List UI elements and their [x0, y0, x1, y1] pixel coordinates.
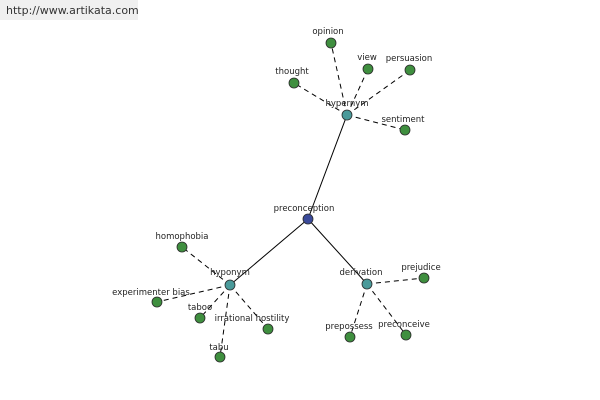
node-taboo[interactable]: [194, 312, 206, 324]
label-thought: thought: [275, 67, 309, 77]
label-sentiment: sentiment: [382, 115, 426, 125]
label-homophobia: homophobia: [155, 232, 208, 242]
edge-hyponym-tabu: [219, 284, 231, 358]
node-sentiment[interactable]: [399, 124, 411, 136]
edges: [156, 42, 425, 358]
node-hyponym[interactable]: [224, 279, 236, 291]
label-prepossess: prepossess: [325, 322, 373, 332]
node-prepossess[interactable]: [344, 331, 356, 343]
edge-hyponym-experimenter-bias: [156, 284, 231, 303]
url-bar[interactable]: http://www.artikata.com: [0, 0, 139, 20]
edge-root-derivation: [307, 218, 368, 285]
edge-hypernym-persuasion: [346, 69, 411, 116]
label-taboo: taboo: [188, 303, 212, 313]
edge-root-hyponym: [229, 218, 309, 286]
edge-derivation-prejudice: [366, 277, 425, 285]
label-hyponym: hyponym: [210, 268, 250, 278]
edge-derivation-prepossess: [349, 283, 368, 338]
labels: preconception hypernym hyponym derivatio…: [112, 27, 441, 353]
node-irrational-hostility[interactable]: [262, 323, 274, 335]
label-opinion: opinion: [312, 27, 343, 37]
label-irrational-hostility: irrational hostility: [215, 314, 290, 324]
node-opinion[interactable]: [325, 37, 337, 49]
edge-hypernym-opinion: [330, 42, 348, 116]
edge-root-hypernym: [307, 114, 348, 220]
url-text: http://www.artikata.com: [6, 4, 139, 17]
edge-hypernym-sentiment: [346, 114, 406, 131]
edge-hyponym-irrational-hostility: [229, 284, 269, 330]
edge-hyponym-homophobia: [181, 246, 231, 286]
node-preconceive[interactable]: [400, 329, 412, 341]
node-tabu[interactable]: [214, 351, 226, 363]
label-view: view: [357, 53, 377, 63]
edge-hypernym-thought: [293, 82, 348, 116]
node-thought[interactable]: [288, 77, 300, 89]
edge-hyponym-taboo: [199, 284, 231, 319]
node-homophobia[interactable]: [176, 241, 188, 253]
node-prejudice[interactable]: [418, 272, 430, 284]
label-tabu: tabu: [209, 343, 228, 353]
node-derivation[interactable]: [361, 278, 373, 290]
nodes: [151, 37, 430, 363]
edge-derivation-preconceive: [366, 283, 407, 336]
node-persuasion[interactable]: [404, 64, 416, 76]
label-preconceive: preconceive: [378, 320, 430, 330]
node-experimenter-bias[interactable]: [151, 296, 163, 308]
node-view[interactable]: [362, 63, 374, 75]
label-prejudice: prejudice: [401, 263, 440, 273]
label-experimenter-bias: experimenter bias: [112, 288, 190, 298]
node-hypernym[interactable]: [341, 109, 353, 121]
label-persuasion: persuasion: [386, 54, 433, 64]
label-hypernym: hypernym: [325, 99, 368, 109]
label-derivation: derivation: [339, 268, 382, 278]
label-preconception: preconception: [274, 204, 335, 214]
node-preconception[interactable]: [302, 213, 314, 225]
